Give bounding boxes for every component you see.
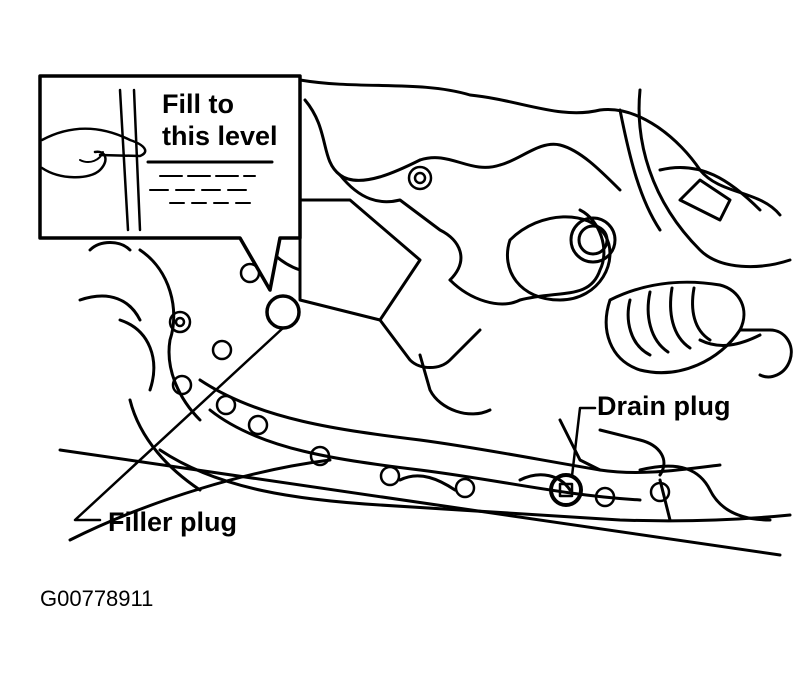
sensor-boss	[569, 216, 617, 264]
fill-level-line2: this level	[162, 121, 278, 151]
fill-level-label: Fill to this level	[162, 88, 278, 152]
figure-id: G00778911	[40, 586, 154, 611]
drain-plug-label: Drain plug	[597, 391, 731, 421]
fill-level-inset	[38, 74, 302, 292]
transmission-pan	[58, 378, 792, 557]
drain-plug-icon	[549, 473, 583, 507]
housing-bolts	[168, 165, 671, 508]
leader-lines	[73, 326, 597, 522]
filler-plug-icon	[265, 294, 301, 330]
filler-plug-label: Filler plug	[108, 507, 238, 537]
fill-level-line1: Fill to	[162, 89, 234, 119]
cv-boot	[604, 280, 793, 379]
